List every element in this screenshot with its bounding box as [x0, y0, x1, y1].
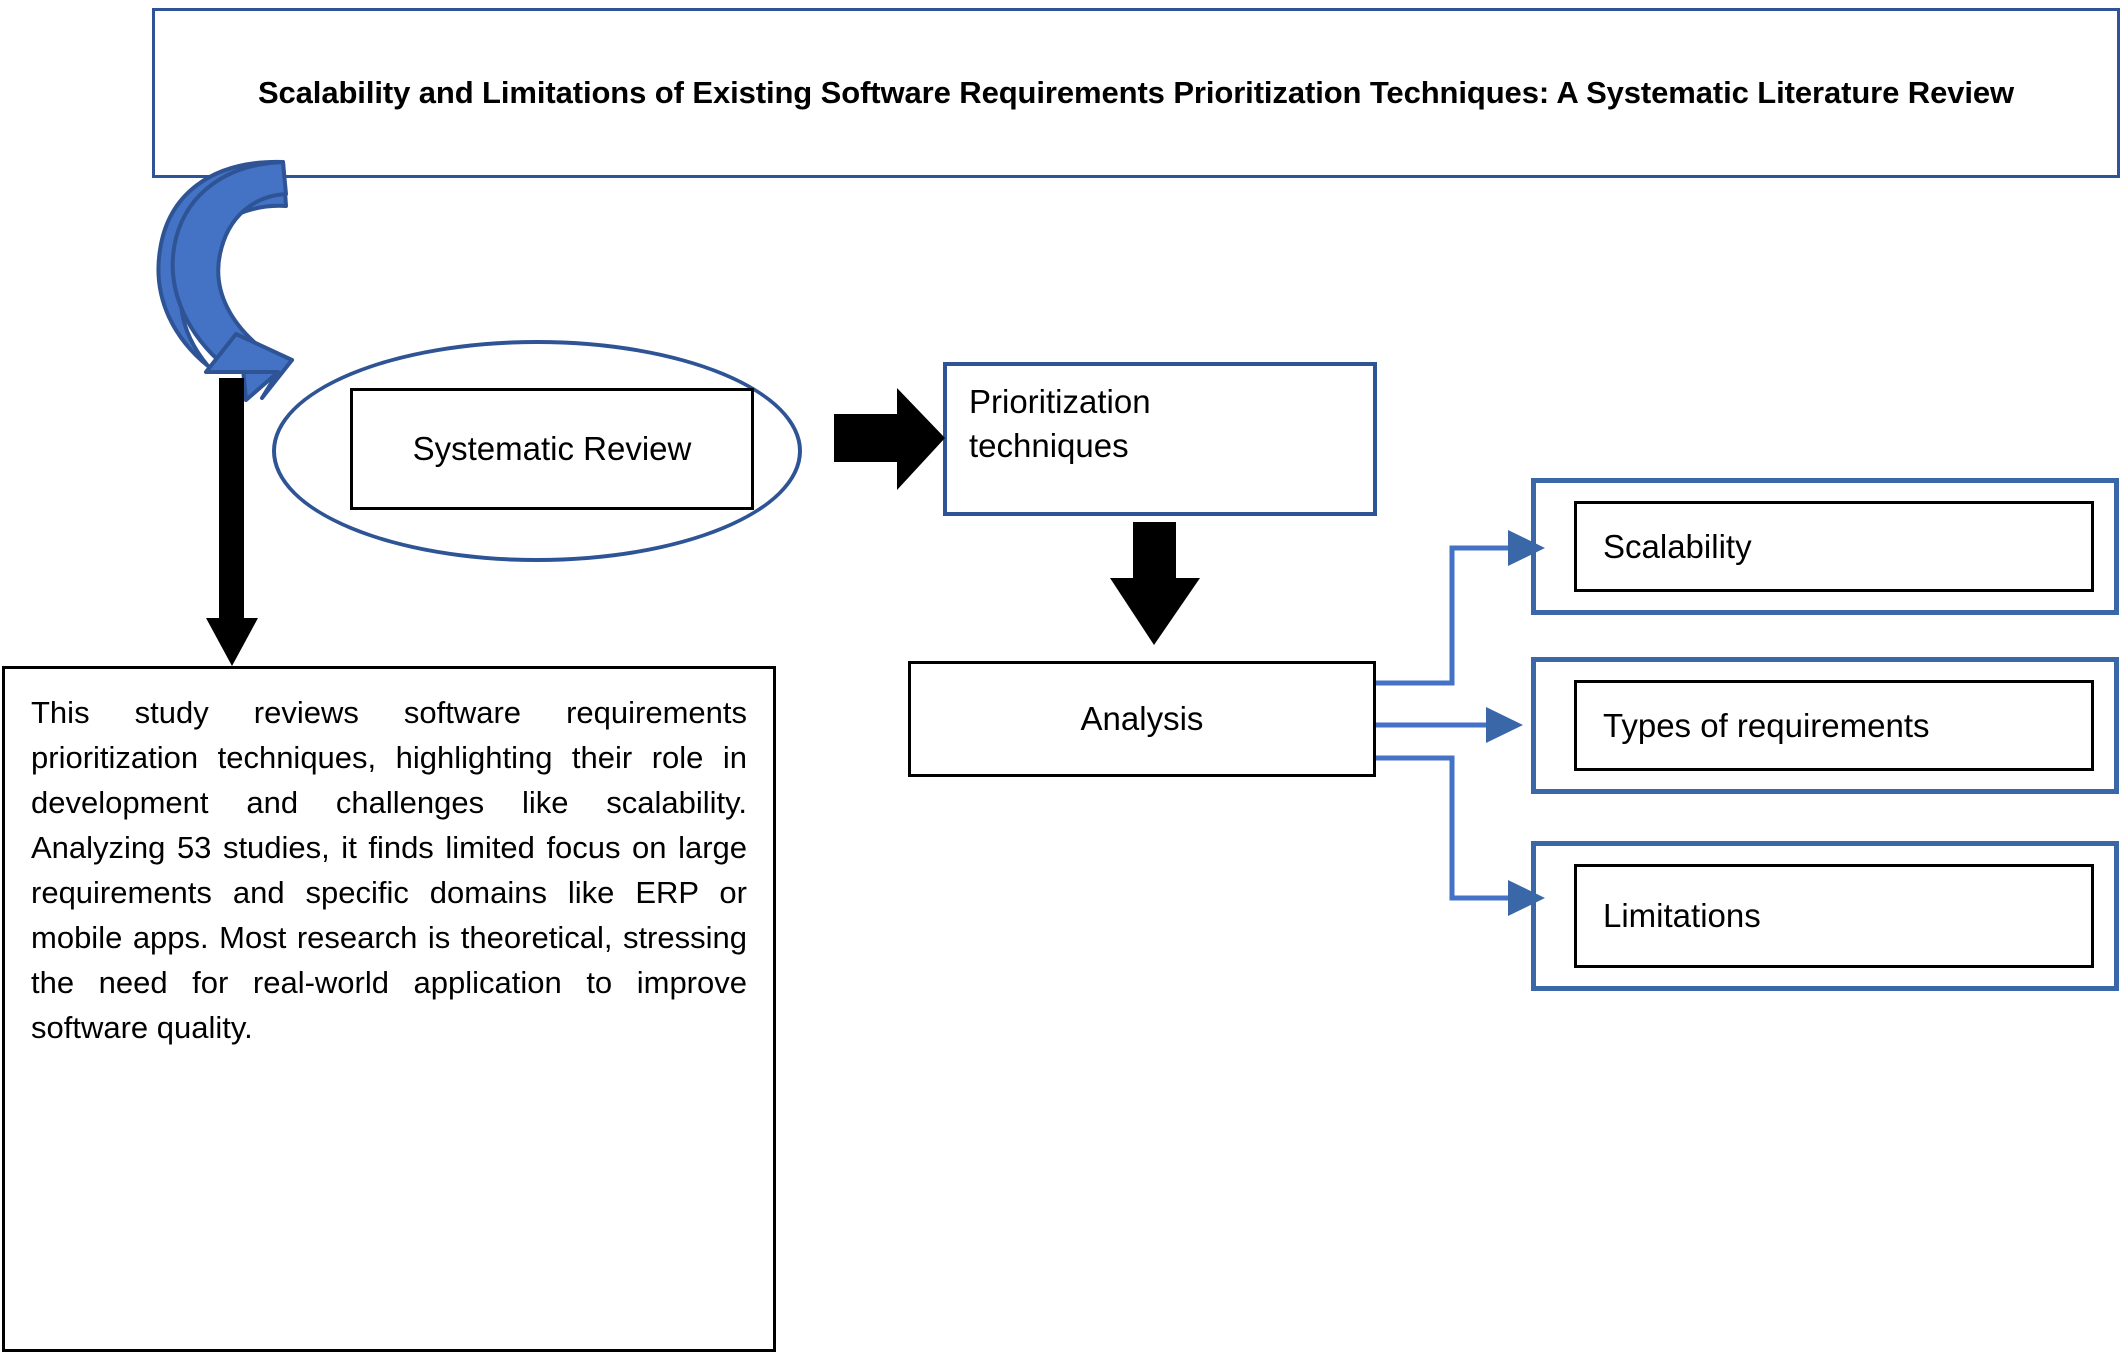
- description-box: This study reviews software requirements…: [2, 666, 776, 1352]
- outcome-label-types-of-requirements: Types of requirements: [1603, 706, 1930, 744]
- elbow-arrow-analysis-to-limitations-icon: [1376, 755, 1545, 916]
- page-title: Scalability and Limitations of Existing …: [257, 74, 2015, 110]
- systematic-review-label: Systematic Review: [412, 430, 692, 467]
- right-arrow-ellipse-to-prioritization-icon: [834, 388, 945, 490]
- analysis-label: Analysis: [1080, 700, 1204, 737]
- outcome-label-limitations: Limitations: [1603, 897, 1761, 934]
- prioritization-techniques-label-line2: techniques: [969, 426, 1129, 464]
- outcome-label-scalability: Scalability: [1603, 527, 1752, 565]
- elbow-arrow-analysis-to-scalability-icon: [1376, 530, 1545, 686]
- outcome-inner-types-of-requirements: Types of requirements: [1574, 680, 2094, 771]
- prioritization-techniques-box: Prioritization techniques: [943, 362, 1377, 516]
- systematic-review-box: Systematic Review: [350, 388, 754, 510]
- outcome-box-scalability: Scalability: [1531, 478, 2119, 615]
- outcome-box-types-of-requirements: Types of requirements: [1531, 657, 2119, 794]
- down-arrow-prioritization-to-analysis-icon: [1110, 522, 1200, 645]
- analysis-box: Analysis: [908, 661, 1376, 777]
- prioritization-techniques-label-line1: Prioritization: [969, 383, 1151, 420]
- outcome-box-limitations: Limitations: [1531, 841, 2119, 991]
- right-arrow-analysis-to-types-icon: [1376, 707, 1523, 743]
- down-arrow-title-to-description-icon: [206, 378, 258, 666]
- systematic-review-ellipse: [272, 340, 802, 562]
- title-banner: Scalability and Limitations of Existing …: [152, 8, 2120, 178]
- outcome-inner-scalability: Scalability: [1574, 501, 2094, 592]
- description-text: This study reviews software requirements…: [31, 695, 747, 1045]
- outcome-inner-limitations: Limitations: [1574, 864, 2094, 968]
- curved-arrow-icon: [156, 159, 294, 402]
